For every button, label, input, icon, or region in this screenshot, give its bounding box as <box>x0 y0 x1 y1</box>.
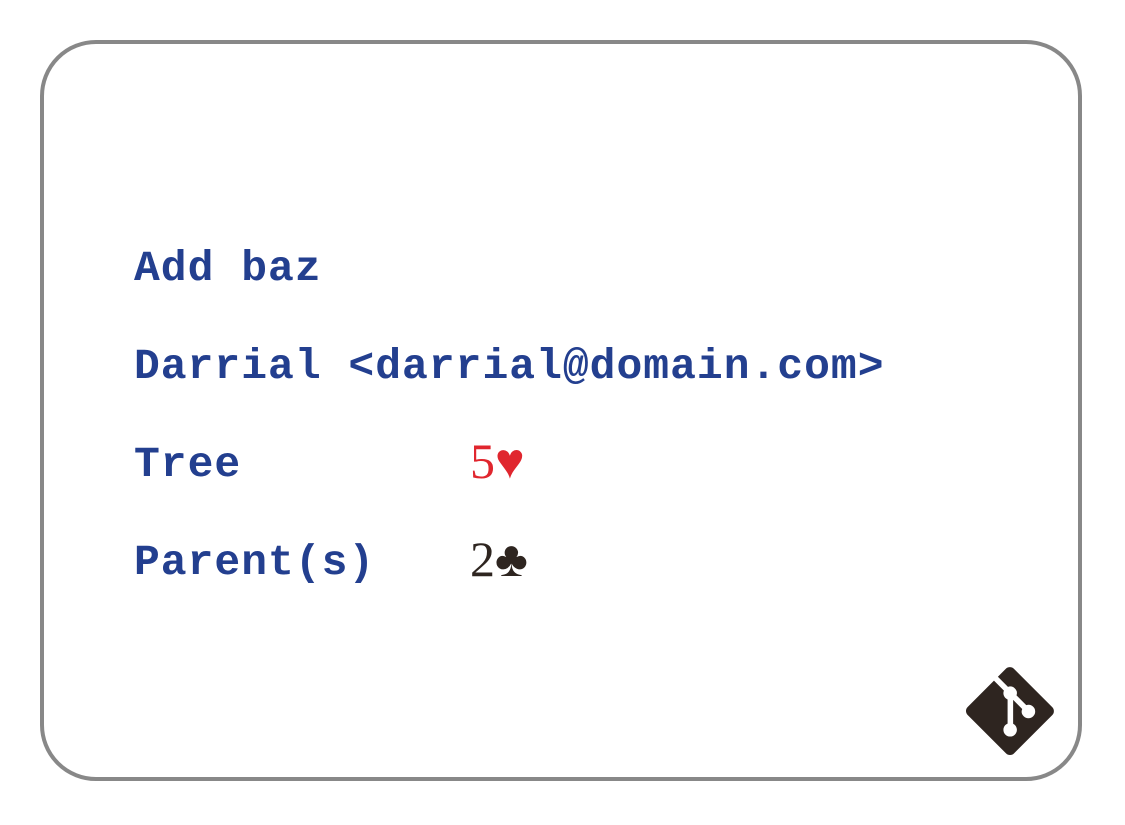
tree-label: Tree <box>134 440 242 489</box>
git-logo-icon <box>966 667 1054 755</box>
parents-label: Parent(s) <box>134 538 376 587</box>
commit-author: Darrial <darrial@domain.com> <box>134 342 885 391</box>
tree-value: 5♥ <box>470 433 525 489</box>
commit-title: Add baz <box>134 244 322 293</box>
parent-value: 2♣ <box>470 531 528 587</box>
commit-card: Add baz Darrial <darrial@domain.com> Tre… <box>40 40 1082 781</box>
